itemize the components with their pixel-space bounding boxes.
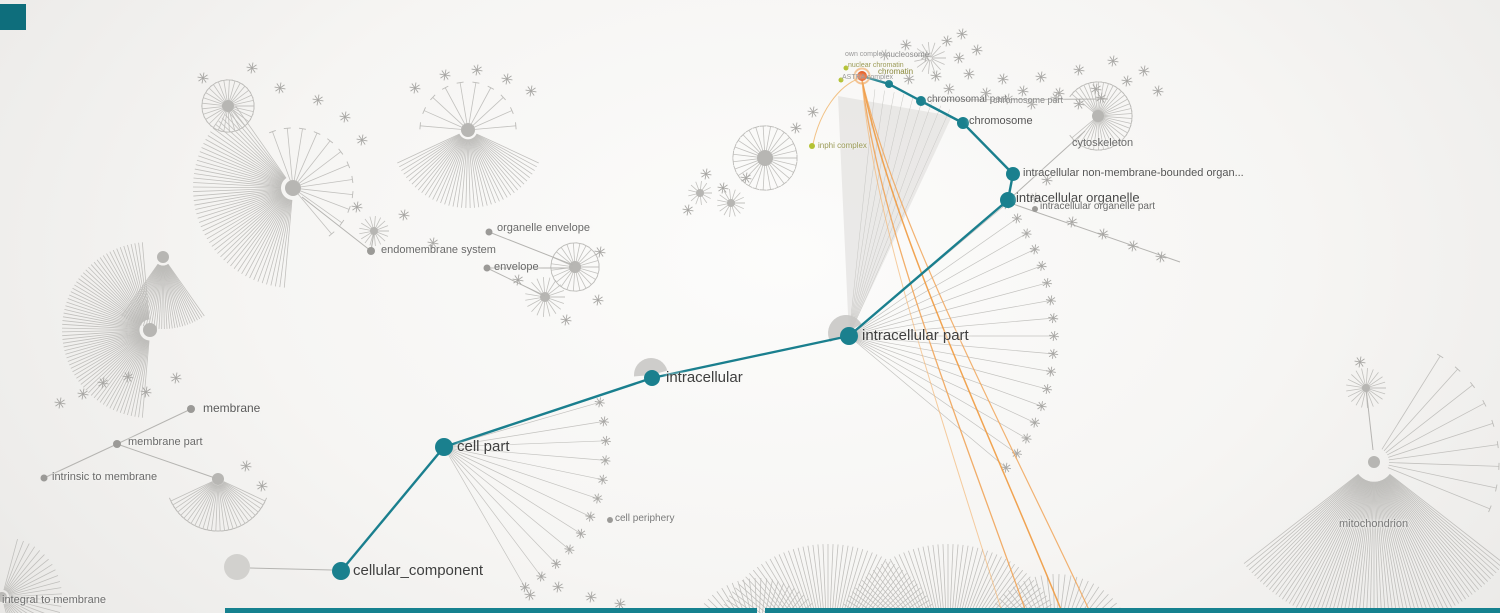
bottom-panel-edge-right: [765, 608, 1500, 613]
label-chromosomal-part[interactable]: chromosomal part: [927, 94, 1008, 105]
label-chromosome-part[interactable]: chromosome part: [993, 95, 1064, 105]
label-intracellular-organelle-part[interactable]: intracellular organelle part: [1040, 201, 1156, 212]
label-cell-part[interactable]: cell part: [457, 438, 510, 455]
label-inphi-complex[interactable]: inphi complex: [818, 141, 867, 150]
label-envelope[interactable]: envelope: [494, 261, 539, 273]
label-cytoskeleton[interactable]: cytoskeleton: [1072, 137, 1134, 149]
label-integral-to-membrane[interactable]: integral to membrane: [2, 594, 106, 606]
label-membrane[interactable]: membrane: [203, 401, 261, 415]
gray-edges-layer: [43, 98, 1374, 571]
label-intracellular-part[interactable]: intracellular part: [862, 327, 969, 344]
node-chromosome[interactable]: [957, 117, 969, 129]
beam-layer: [838, 96, 952, 336]
bottom-panel-edge-left: [225, 608, 757, 613]
node-intracellular[interactable]: [644, 370, 660, 386]
node-green-1[interactable]: [809, 143, 815, 149]
node-chromatin-cluster[interactable]: [885, 80, 893, 88]
spokes-layer: [443, 89, 1060, 593]
label-intracellular[interactable]: intracellular: [666, 369, 743, 386]
label-nucleosome[interactable]: nucleosome: [886, 50, 930, 59]
label-endomembrane-system[interactable]: endomembrane system: [381, 244, 496, 256]
label-astra-complex[interactable]: ASTRA complex: [842, 74, 893, 81]
label-nuclear-chromatin[interactable]: nuclear chromatin: [848, 62, 904, 69]
stars-layer: [54, 28, 1366, 610]
label-mitochondrion[interactable]: mitochondrion: [1339, 518, 1409, 530]
dots-layer: [40, 206, 1038, 523]
label-cellular-component[interactable]: cellular_component: [353, 562, 484, 579]
label-membrane-part[interactable]: membrane part: [128, 436, 203, 448]
node-cell-part[interactable]: [435, 438, 453, 456]
node-chromosomal-part[interactable]: [916, 96, 926, 106]
node-selected-orange[interactable]: [857, 71, 867, 81]
label-intracellular-organelle[interactable]: intracellular organelle: [1016, 190, 1140, 205]
label-own-complex[interactable]: own complex: [845, 51, 886, 58]
label-organelle-envelope[interactable]: organelle envelope: [497, 222, 590, 234]
node-green-3[interactable]: [838, 77, 844, 83]
orange-curves-layer: [812, 77, 1091, 613]
node-cellular-component[interactable]: [332, 562, 350, 580]
label-non-membrane-bounded-organelle[interactable]: intracellular non-membrane-bounded organ…: [1023, 167, 1244, 179]
node-intracellular-organelle[interactable]: [1000, 192, 1016, 208]
nodes-layer: [332, 65, 1020, 580]
label-cell-periphery[interactable]: cell periphery: [615, 513, 675, 524]
corner-panel-square[interactable]: [0, 4, 26, 30]
node-green-2[interactable]: [843, 65, 849, 71]
node-intracellular-part[interactable]: [840, 327, 858, 345]
label-intrinsic-to-membrane[interactable]: intrinsic to membrane: [52, 471, 158, 483]
label-chromosome[interactable]: chromosome: [969, 115, 1033, 127]
label-chromatin[interactable]: chromatin: [878, 67, 914, 76]
node-non-membrane-bounded[interactable]: [1006, 167, 1020, 181]
